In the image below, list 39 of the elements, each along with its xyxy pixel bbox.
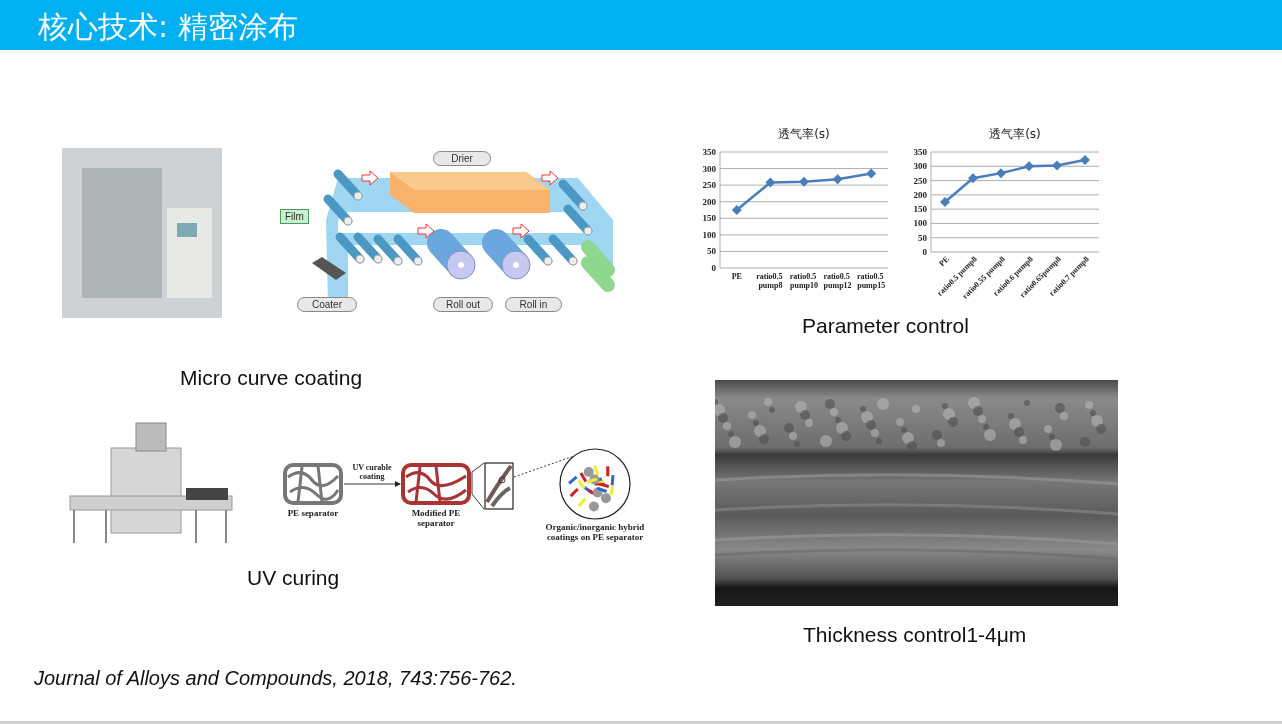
axis-tick-label: 100 [913,218,927,229]
figure-caption: UV curing [247,566,340,590]
figure-caption: Parameter control [802,314,969,338]
axis-category-label: PE [937,254,951,269]
axis-tick-label: 100 [702,229,716,240]
axis-tick-label: 150 [913,204,927,215]
axis-tick-label: 300 [913,161,927,172]
axis-category-label: ratio0.5 pump12 [823,272,852,290]
axis-category-label: ratio0.5 pump8 [756,272,783,290]
figure-caption: Micro curve coating [180,366,363,390]
axis-tick-label: 0 [922,247,927,257]
node-caption: Modified PE separator [410,508,462,528]
chart-title: 透气率(s) [778,127,830,141]
figure-caption: Thickness control1-4μm [803,623,1027,647]
axis-category-label: PE [731,272,742,281]
axis-tick-label: 350 [702,147,716,157]
axis-tick-label: 250 [913,175,927,186]
axis-tick-label: 200 [913,189,927,200]
part-label: Drier [433,151,491,166]
callout-label: Film [280,209,309,224]
part-label: Roll out [433,297,493,312]
axis-tick-label: 350 [913,147,927,157]
axis-tick-label: 50 [918,232,927,243]
axis-tick-label: 150 [702,213,716,224]
axis-tick-label: 0 [711,263,716,273]
chart-title: 透气率(s) [989,127,1041,141]
axis-tick-label: 300 [702,163,716,174]
part-label: Roll in [505,297,562,312]
zoom-line [471,462,485,510]
citation-text: Journal of Alloys and Compounds, 2018, 743:756-762. [34,667,517,690]
part-label: Coater [297,297,357,312]
axis-category-label: ratio0.5 pump15 [857,272,886,290]
axis-category-label: ratio0.5 pump10 [789,272,818,290]
axis-tick-label: 200 [702,196,716,207]
node-caption: Organic/inorganic hybrid coatings on PE separator [544,522,646,542]
axis-tick-label: 250 [702,180,716,191]
node-caption: PE separator [286,508,340,518]
axis-tick-label: 50 [707,246,716,257]
slide-title: 核心技术: 精密涂布 [38,8,298,46]
